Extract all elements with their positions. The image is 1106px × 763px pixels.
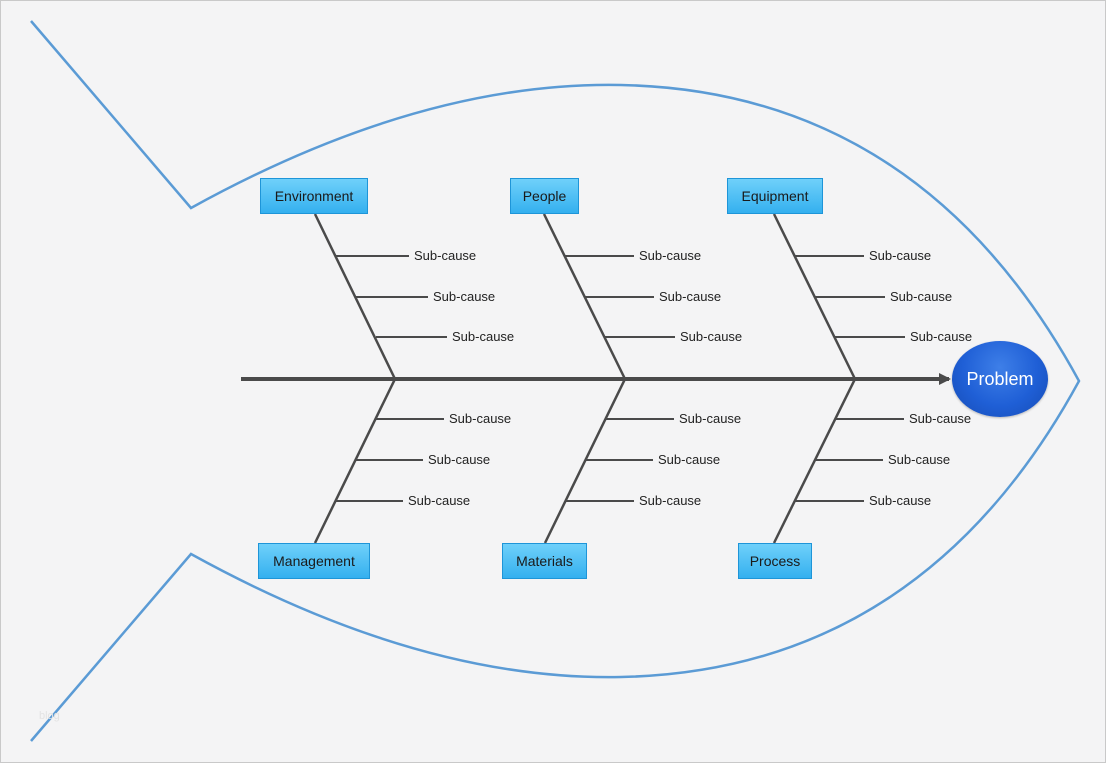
sub-cause-label: Sub-cause	[452, 329, 515, 344]
category-materials[interactable]: Materials	[502, 543, 587, 579]
sub-cause-label: Sub-cause	[680, 329, 743, 344]
rib-line	[772, 213, 857, 380]
sub-cause-label: Sub-cause	[639, 493, 702, 508]
category-process[interactable]: Process	[738, 543, 812, 579]
category-people[interactable]: People	[510, 178, 579, 214]
sub-cause-label: Sub-cause	[679, 411, 742, 426]
category-management[interactable]: Management	[258, 543, 370, 579]
sub-cause-label: Sub-cause	[408, 493, 471, 508]
sub-cause-label: Sub-cause	[659, 289, 722, 304]
sub-cause-label: Sub-cause	[888, 452, 951, 467]
sub-cause-label: Sub-cause	[658, 452, 721, 467]
sub-cause-label: Sub-cause	[414, 248, 477, 263]
problem-node[interactable]: Problem	[952, 341, 1048, 417]
sub-cause-label: Sub-cause	[869, 248, 932, 263]
rib-line	[542, 213, 627, 380]
fish-outline	[30, 20, 1081, 742]
rib-line	[772, 378, 857, 544]
category-environment[interactable]: Environment	[260, 178, 368, 214]
sub-cause-label: Sub-cause	[890, 289, 953, 304]
sub-cause-label: Sub-cause	[433, 289, 496, 304]
rib-line	[313, 378, 397, 544]
sub-cause-label: Sub-cause	[869, 493, 932, 508]
sub-cause-label: Sub-cause	[909, 411, 972, 426]
watermark: blog	[39, 710, 60, 722]
sub-cause-label: Sub-cause	[910, 329, 973, 344]
rib-line	[313, 213, 397, 380]
sub-cause-label: Sub-cause	[428, 452, 491, 467]
sub-cause-label: Sub-cause	[449, 411, 512, 426]
category-equipment[interactable]: Equipment	[727, 178, 823, 214]
sub-cause-label: Sub-cause	[639, 248, 702, 263]
